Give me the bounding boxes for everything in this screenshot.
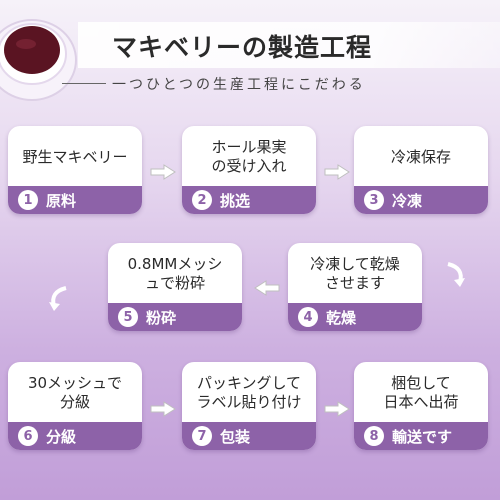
step-bar: 8 輸送です bbox=[354, 422, 488, 450]
step-number: 8 bbox=[364, 426, 384, 446]
tea-cup-icon bbox=[0, 19, 77, 101]
arrow-right-icon bbox=[324, 401, 350, 417]
step-number: 6 bbox=[18, 426, 38, 446]
step-bar: 5 粉砕 bbox=[108, 303, 242, 331]
step-label: 乾燥 bbox=[326, 308, 357, 327]
page-title: マキベリーの製造工程 bbox=[112, 33, 373, 62]
step-description: 冷凍して乾燥させます bbox=[310, 255, 400, 292]
step-card-2: ホール果実の受け入れ 2 挑选 bbox=[182, 126, 316, 214]
step-number: 2 bbox=[192, 190, 212, 210]
step-description: パッキングしてラベル貼り付け bbox=[196, 374, 302, 411]
step-label: 分級 bbox=[46, 427, 77, 446]
step-bar: 3 冷凍 bbox=[354, 186, 488, 214]
step-bar: 2 挑选 bbox=[182, 186, 316, 214]
step-card-4: 冷凍して乾燥させます 4 乾燥 bbox=[288, 243, 422, 331]
arrow-right-icon bbox=[150, 401, 176, 417]
arrow-right-icon bbox=[324, 164, 350, 180]
step-bar: 4 乾燥 bbox=[288, 303, 422, 331]
step-description: ホール果実の受け入れ bbox=[211, 138, 287, 175]
step-card-6: 30メッシュで分級 6 分級 bbox=[8, 362, 142, 450]
step-bar: 7 包装 bbox=[182, 422, 316, 450]
step-description: 野生マキベリー bbox=[22, 147, 128, 166]
step-description: 30メッシュで分級 bbox=[27, 374, 123, 411]
step-bar: 1 原料 bbox=[8, 186, 142, 214]
step-number: 3 bbox=[364, 190, 384, 210]
step-label: 挑选 bbox=[220, 191, 251, 210]
page-subtitle: 一つひとつの生産工程にこだわる bbox=[112, 77, 366, 93]
arrow-left-icon bbox=[254, 280, 280, 296]
step-bar: 6 分級 bbox=[8, 422, 142, 450]
step-number: 4 bbox=[298, 307, 318, 327]
curved-arrow-icon bbox=[49, 286, 67, 311]
step-number: 5 bbox=[118, 307, 138, 327]
step-description: 0.8MMメッシュで粉砕 bbox=[127, 255, 223, 292]
step-card-8: 梱包して日本へ出荷 8 輸送です bbox=[354, 362, 488, 450]
arrow-right-icon bbox=[150, 164, 176, 180]
subtitle-divider bbox=[62, 83, 106, 84]
step-card-5: 0.8MMメッシュで粉砕 5 粉砕 bbox=[108, 243, 242, 331]
step-number: 7 bbox=[192, 426, 212, 446]
step-card-7: パッキングしてラベル貼り付け 7 包装 bbox=[182, 362, 316, 450]
step-card-1: 野生マキベリー 1 原料 bbox=[8, 126, 142, 214]
step-number: 1 bbox=[18, 190, 38, 210]
step-label: 冷凍 bbox=[392, 191, 423, 210]
title-band bbox=[78, 22, 500, 68]
step-description: 梱包して日本へ出荷 bbox=[383, 374, 459, 411]
step-label: 輸送です bbox=[392, 427, 453, 446]
step-label: 粉砕 bbox=[146, 308, 177, 327]
step-label: 原料 bbox=[46, 191, 77, 210]
step-label: 包装 bbox=[220, 427, 251, 446]
step-card-3: 冷凍保存 3 冷凍 bbox=[354, 126, 488, 214]
curved-arrow-icon bbox=[447, 262, 465, 287]
step-description: 冷凍保存 bbox=[390, 147, 451, 166]
